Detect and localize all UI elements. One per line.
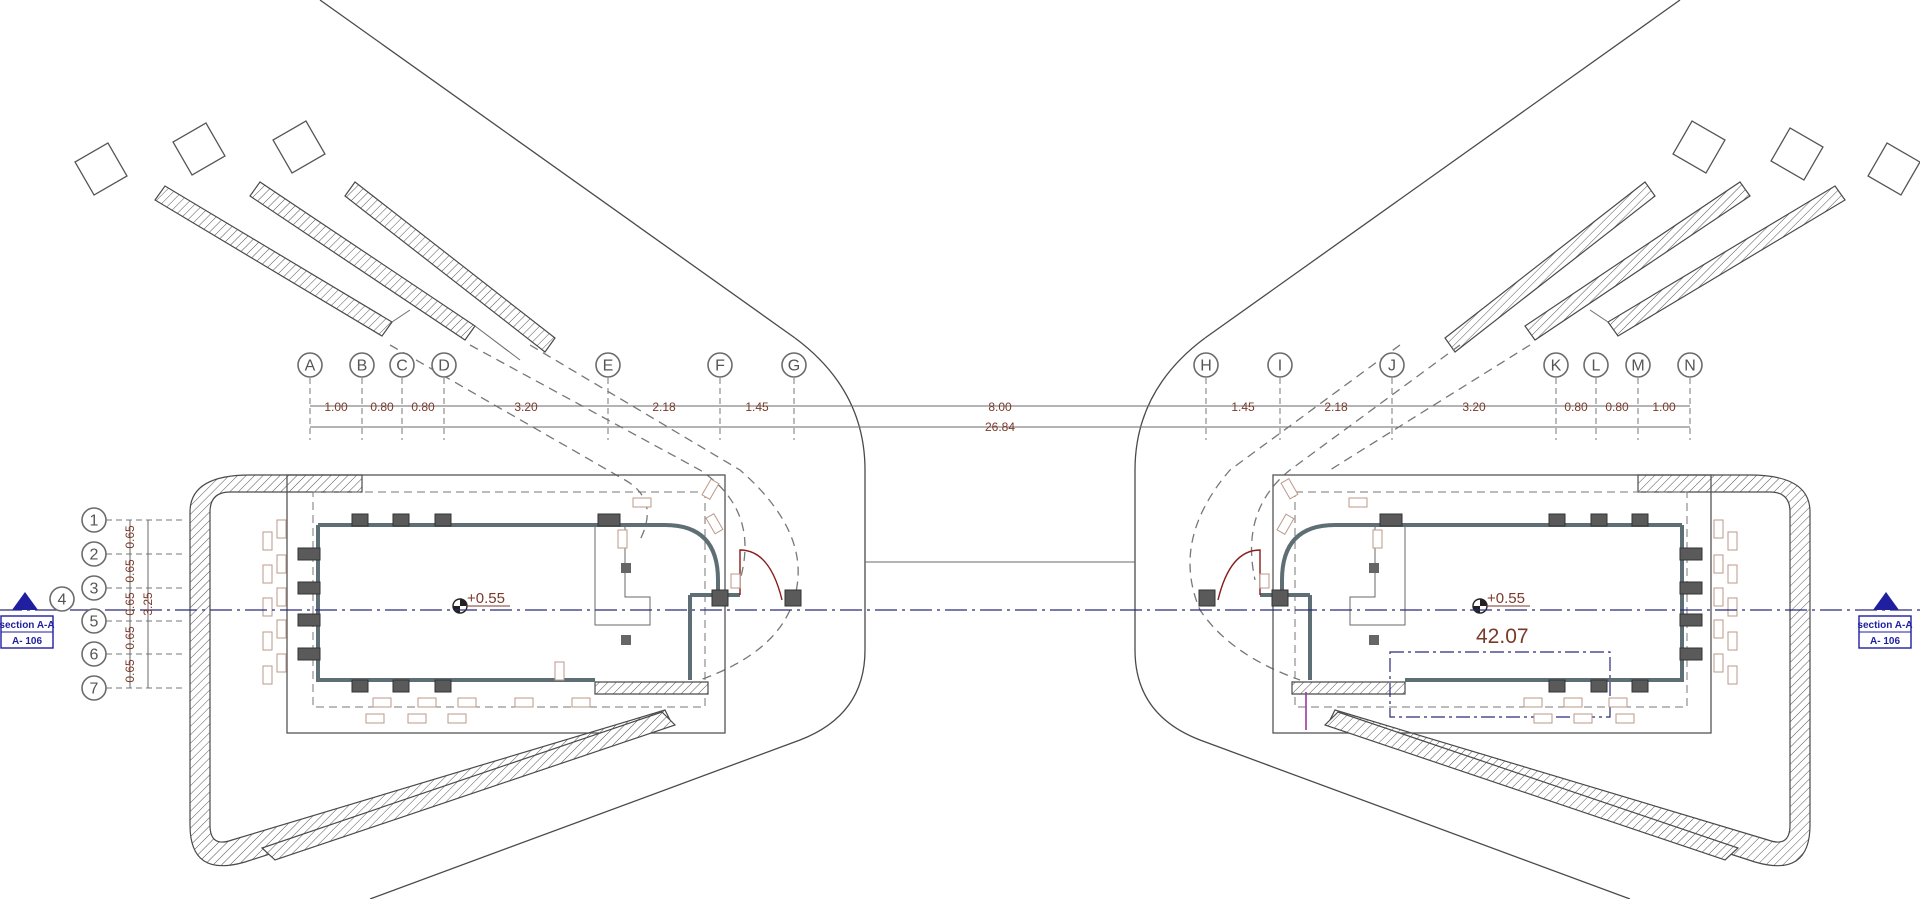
axis-bubble-6: 6	[81, 641, 107, 667]
svg-text:0.80: 0.80	[1605, 400, 1629, 414]
axis-bubble-7: 7	[81, 675, 107, 701]
svg-text:5: 5	[90, 614, 99, 631]
svg-text:section A-A: section A-A	[0, 620, 55, 631]
svg-text:0.65: 0.65	[123, 525, 137, 549]
dimension-labels-side: 0.65 0.65 0.65 0.65 0.65 3.25	[123, 525, 155, 683]
axis-bubble-M: M	[1625, 352, 1651, 378]
axis-bubble-H: H	[1193, 352, 1219, 378]
svg-text:3: 3	[90, 581, 99, 598]
svg-text:0.80: 0.80	[1564, 400, 1588, 414]
svg-text:H: H	[1200, 358, 1212, 375]
level-label-left: +0.55	[467, 590, 505, 607]
axis-bubble-D: D	[431, 352, 457, 378]
svg-text:D: D	[438, 358, 450, 375]
svg-text:J: J	[1388, 358, 1396, 375]
svg-text:L: L	[1592, 358, 1601, 375]
svg-text:1: 1	[90, 513, 99, 530]
axis-bubble-2: 2	[81, 541, 107, 567]
svg-text:3.20: 3.20	[1462, 400, 1486, 414]
axis-bubble-F: F	[707, 352, 733, 378]
svg-text:0.65: 0.65	[123, 559, 137, 583]
svg-text:0.65: 0.65	[123, 659, 137, 683]
svg-text:2: 2	[90, 547, 99, 564]
svg-text:4: 4	[58, 592, 67, 609]
axis-bubble-A: A	[297, 352, 323, 378]
axis-bubble-G: G	[781, 352, 807, 378]
area-label: 42.07	[1476, 625, 1529, 648]
svg-text:section A-A: section A-A	[1857, 620, 1912, 631]
svg-text:B: B	[357, 358, 368, 375]
svg-text:0.80: 0.80	[411, 400, 435, 414]
svg-text:3.20: 3.20	[514, 400, 538, 414]
svg-text:1.45: 1.45	[745, 400, 769, 414]
dimension-labels-top: 1.00 0.80 0.80 3.20 2.18 1.45 8.00 1.45 …	[324, 400, 1676, 434]
columns-right	[1198, 513, 1703, 693]
axis-bubble-I: I	[1267, 352, 1293, 378]
svg-text:I: I	[1278, 358, 1282, 375]
svg-text:F: F	[715, 358, 725, 375]
level-label-right: +0.55	[1487, 590, 1525, 607]
section-marker-left: section A-A A- 106	[0, 592, 55, 649]
svg-text:1.00: 1.00	[1652, 400, 1676, 414]
axis-bubble-4: 4	[49, 586, 75, 612]
svg-text:1.00: 1.00	[324, 400, 348, 414]
svg-text:2.18: 2.18	[652, 400, 676, 414]
dashed-paths	[389, 344, 1531, 681]
axis-bubble-1: 1	[81, 507, 107, 533]
left-building	[189, 474, 802, 867]
svg-text:2.18: 2.18	[1324, 400, 1348, 414]
axis-bubble-3: 3	[81, 575, 107, 601]
svg-text:0.80: 0.80	[370, 400, 394, 414]
axis-bubble-E: E	[595, 352, 621, 378]
svg-text:G: G	[788, 358, 800, 375]
section-marker-right: section A-A A- 106	[1857, 592, 1913, 649]
svg-text:7: 7	[90, 681, 99, 698]
axis-bubble-5: 5	[81, 608, 107, 634]
axis-bubble-L: L	[1583, 352, 1609, 378]
axis-bubble-K: K	[1543, 352, 1569, 378]
svg-text:0.65: 0.65	[123, 592, 137, 616]
svg-text:0.65: 0.65	[123, 626, 137, 650]
grid-axes-side: 1 2 3 4 5 6 7 0.65 0.65 0.65 0.65 0.65 3…	[49, 507, 185, 701]
svg-text:6: 6	[90, 647, 99, 664]
svg-text:C: C	[396, 358, 408, 375]
site-outline	[319, 0, 1681, 899]
svg-text:A- 106: A- 106	[1870, 636, 1900, 647]
svg-text:1.45: 1.45	[1231, 400, 1255, 414]
svg-text:8.00: 8.00	[988, 400, 1012, 414]
grid-axes-top: A B C D E F G H I J K L M N	[297, 352, 1703, 440]
svg-text:A- 106: A- 106	[12, 636, 42, 647]
svg-text:E: E	[603, 358, 614, 375]
axis-bubble-J: J	[1379, 352, 1405, 378]
svg-text:K: K	[1551, 358, 1562, 375]
right-building	[1198, 474, 1811, 867]
axis-bubble-C: C	[389, 352, 415, 378]
svg-text:M: M	[1631, 358, 1644, 375]
planters-left	[74, 120, 556, 361]
svg-text:N: N	[1684, 358, 1696, 375]
planters-right	[1444, 120, 1920, 353]
svg-text:A: A	[305, 358, 316, 375]
axis-bubble-B: B	[349, 352, 375, 378]
svg-text:26.84: 26.84	[985, 420, 1015, 434]
axis-bubble-N: N	[1677, 352, 1703, 378]
svg-text:3.25: 3.25	[141, 592, 155, 616]
columns-left	[297, 513, 802, 693]
